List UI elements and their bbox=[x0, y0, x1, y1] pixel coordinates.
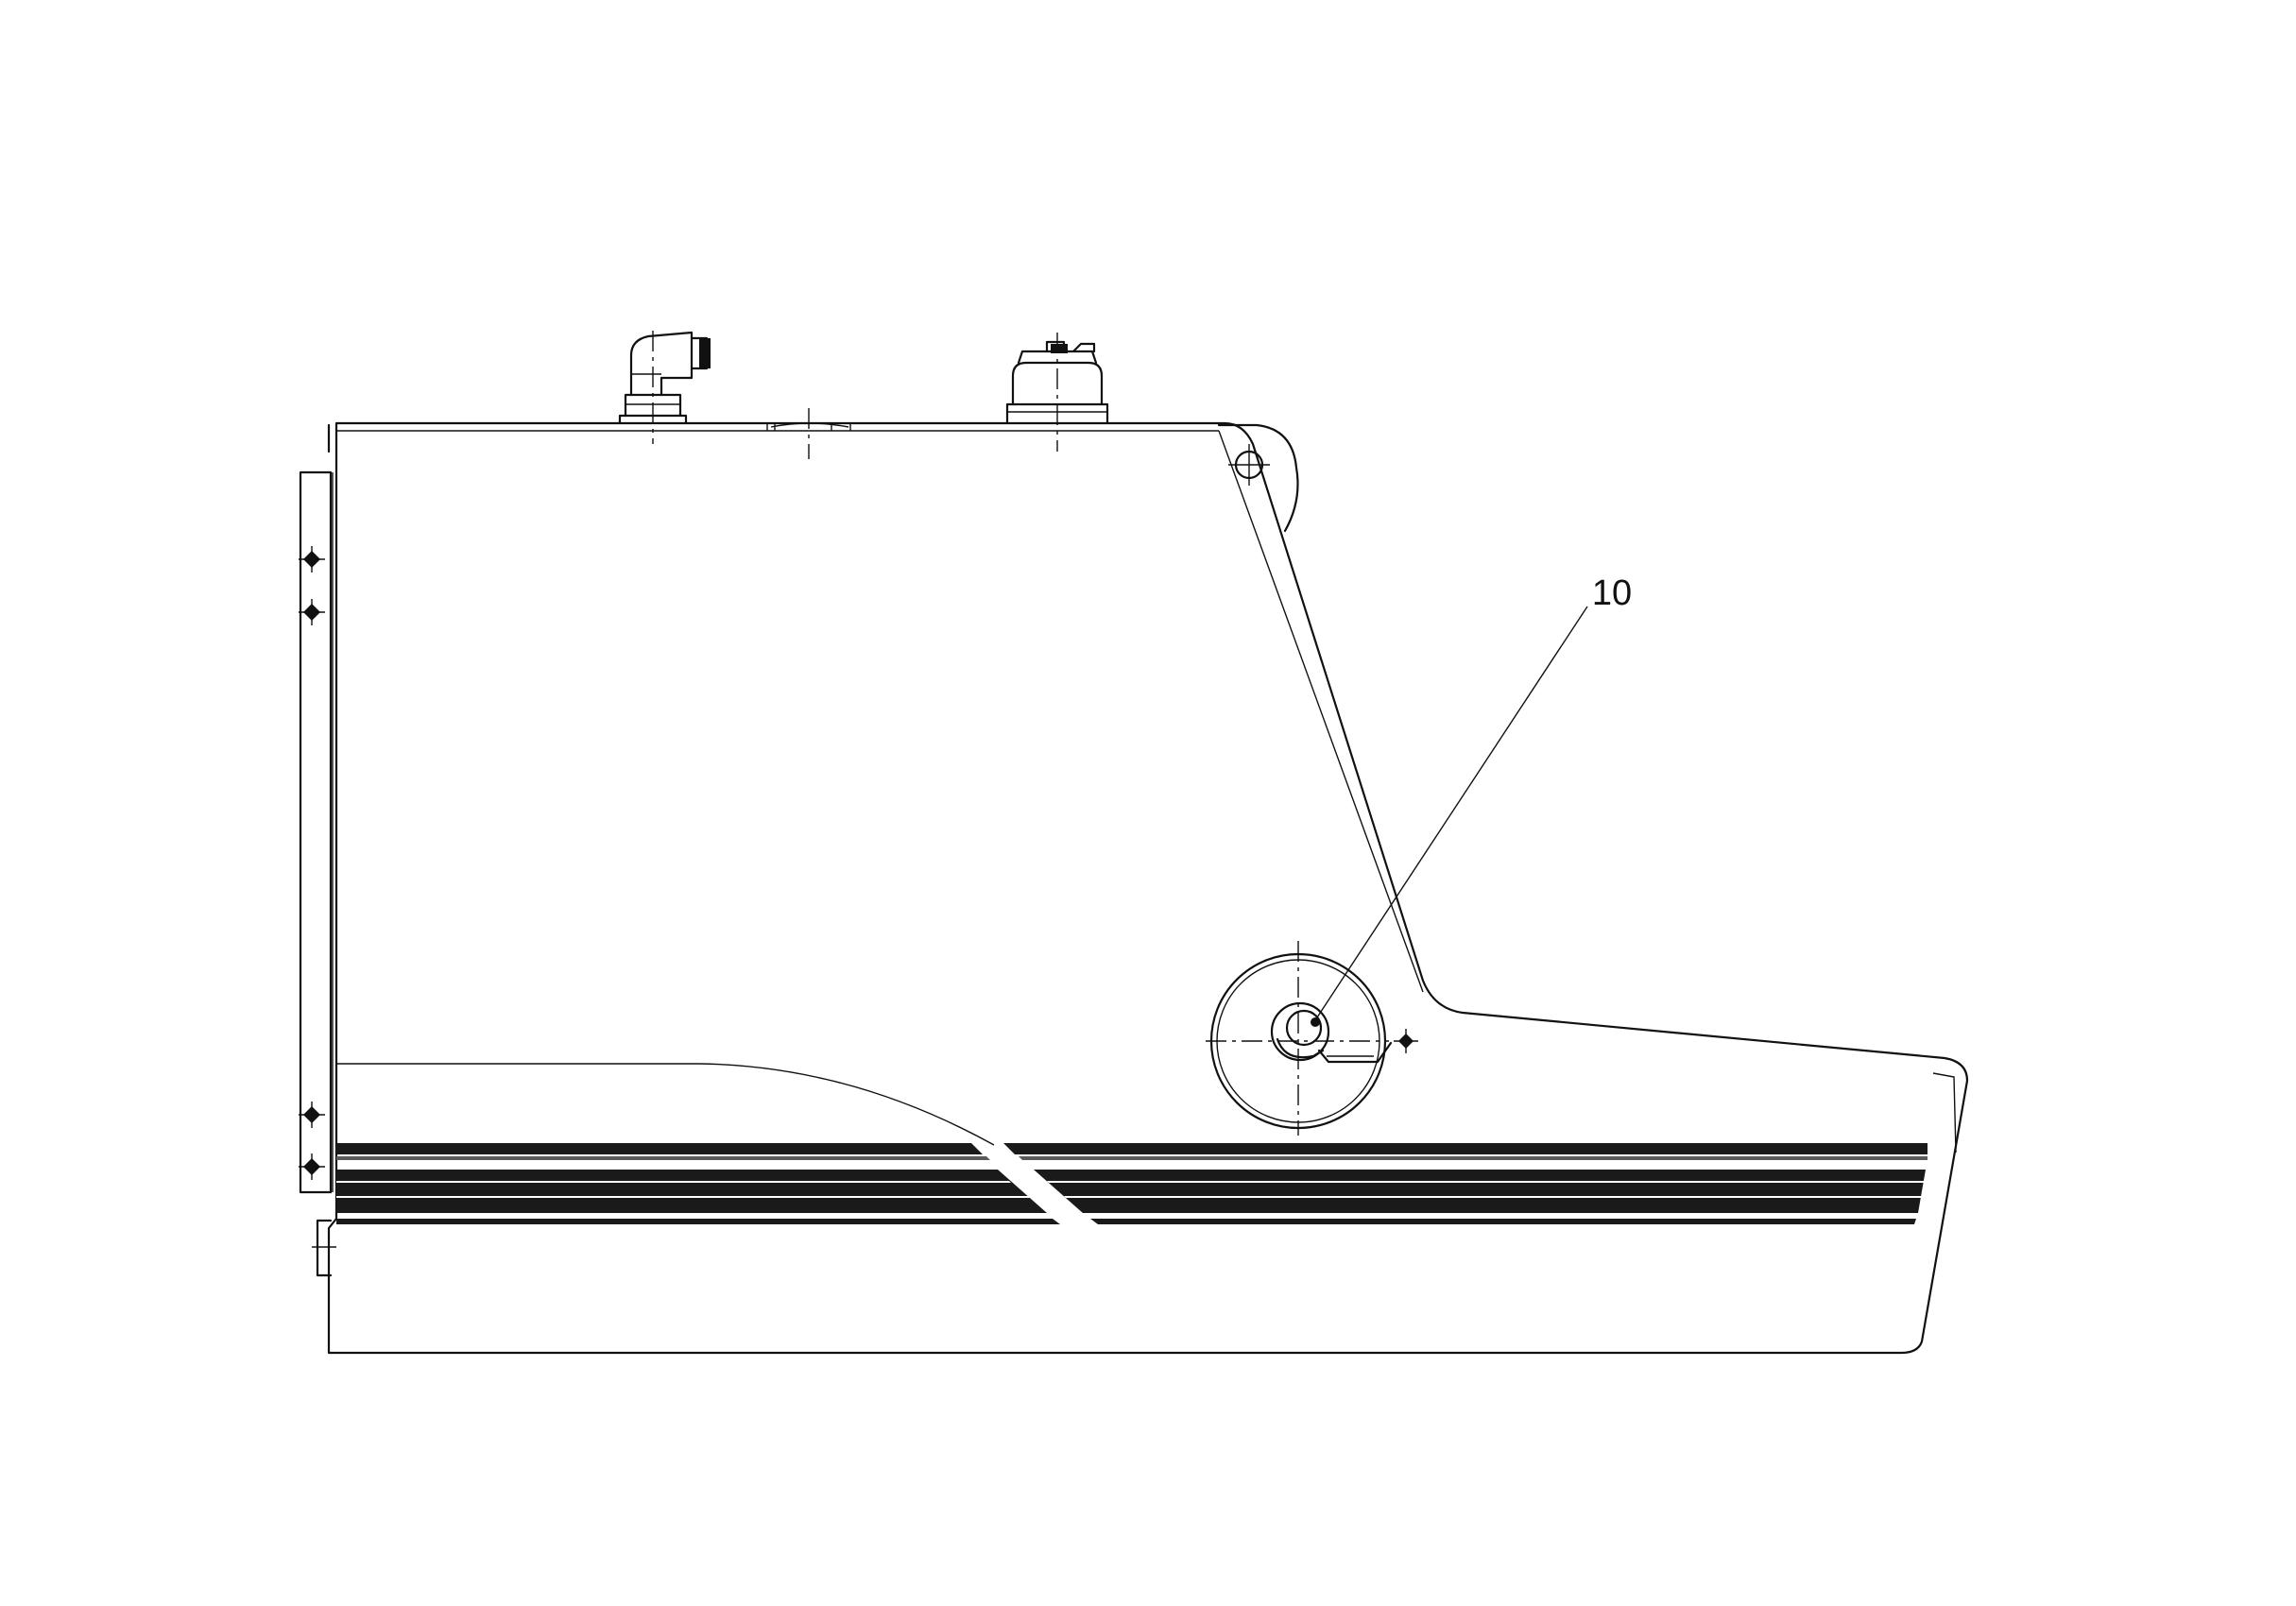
top-plate bbox=[766, 408, 851, 459]
filler-cap-icon bbox=[1005, 333, 1109, 452]
fastener-icon bbox=[1394, 1029, 1418, 1053]
fastener-icon bbox=[299, 1153, 325, 1180]
side-bracket bbox=[312, 1219, 336, 1277]
fastener-icon bbox=[299, 599, 325, 625]
lower-contour bbox=[336, 1063, 995, 1146]
callout-anchor-dot bbox=[1311, 1017, 1320, 1027]
callout-10: 10 bbox=[1311, 573, 1632, 1027]
fastener-icon bbox=[299, 546, 325, 572]
flange-fasteners bbox=[299, 546, 325, 1180]
elbow-fitting-icon bbox=[618, 331, 711, 444]
inspection-port bbox=[1206, 941, 1418, 1136]
fastener-icon bbox=[299, 1102, 325, 1128]
panel-outline bbox=[327, 421, 1969, 1355]
mounting-flange bbox=[299, 423, 334, 1194]
decal-stripes bbox=[336, 1143, 1928, 1224]
callout-label: 10 bbox=[1592, 573, 1632, 613]
lifting-lug bbox=[1217, 423, 1299, 533]
callout-leader-line bbox=[1314, 606, 1588, 1021]
